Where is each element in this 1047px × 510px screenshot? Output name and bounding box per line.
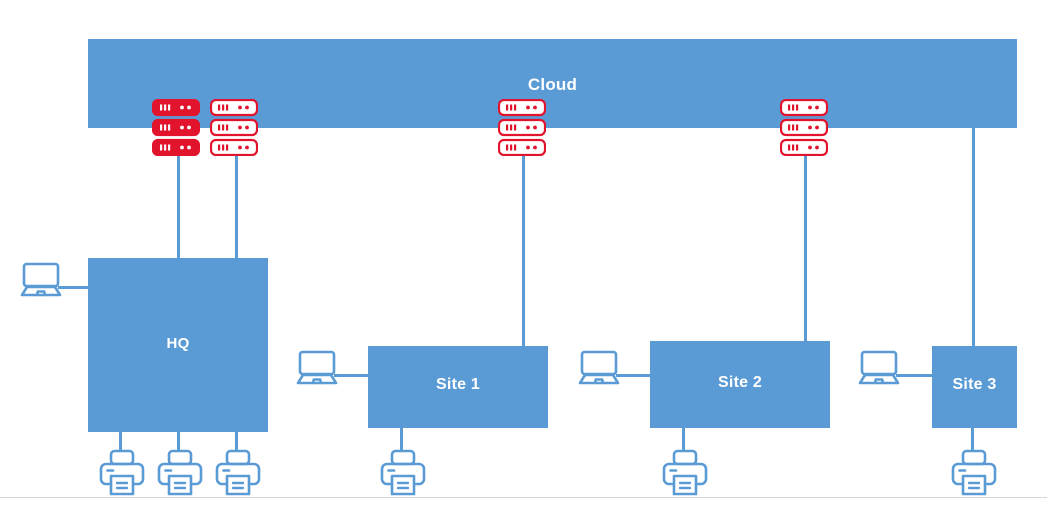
link-cloud-to-site3 [972,126,975,348]
site3-label: Site 3 [952,376,997,393]
site2-label: Site 2 [718,374,762,391]
laptop-site1[interactable] [294,349,340,387]
link-laptop-hq-to-hq [58,286,90,289]
server-unit-icon [152,99,200,117]
site3-box[interactable]: Site 3 [932,346,1017,428]
hq-server-stack-secondary[interactable] [210,99,258,156]
server-unit-icon [210,138,258,156]
laptop-icon [20,262,62,297]
link-hq-server-primary-to-hq [177,150,180,260]
link-hq-to-printer-1 [119,430,122,452]
site2-server-stack[interactable] [780,99,828,156]
link-laptop-site1-to-site1 [334,374,370,377]
printer-icon [380,449,426,496]
server-unit-icon [498,99,546,117]
laptop-site2[interactable] [576,349,622,387]
link-hq-server-secondary-to-hq [235,150,238,260]
hq-label: HQ [166,335,190,352]
hq-server-stack-primary[interactable] [152,99,200,156]
printer-icon [157,449,203,496]
link-site3-to-printer [971,426,974,450]
laptop-icon [858,350,900,385]
link-cloud-to-site1 [522,150,525,348]
printer-site3[interactable] [950,448,998,500]
printer-hq-1[interactable] [98,448,146,500]
server-unit-icon [210,99,258,117]
site2-box[interactable]: Site 2 [650,341,830,428]
printer-hq-3[interactable] [214,448,262,500]
site1-label: Site 1 [436,376,480,393]
site1-server-stack[interactable] [498,99,546,156]
laptop-icon [578,350,620,385]
server-unit-icon [498,118,546,137]
bottom-divider [0,497,1047,498]
server-unit-icon [152,118,200,137]
server-unit-icon [210,118,258,137]
printer-site2[interactable] [661,448,709,500]
link-hq-to-printer-2 [177,430,180,452]
link-hq-to-printer-3 [235,430,238,452]
printer-icon [662,449,708,496]
link-laptop-site2-to-site2 [616,374,652,377]
printer-icon [951,449,997,496]
server-unit-icon [780,99,828,117]
printer-site1[interactable] [379,448,427,500]
printer-hq-2[interactable] [156,448,204,500]
site1-box[interactable]: Site 1 [368,346,548,428]
laptop-site3[interactable] [856,349,902,387]
printer-icon [99,449,145,496]
link-site2-to-printer [682,426,685,450]
cloud-label: Cloud [527,75,578,94]
hq-box[interactable]: HQ [88,258,268,432]
link-cloud-to-site2 [804,150,807,343]
link-site1-to-printer [400,426,403,450]
laptop-icon [296,350,338,385]
server-unit-icon [780,138,828,156]
laptop-hq[interactable] [18,261,64,299]
server-unit-icon [152,138,200,156]
printer-icon [215,449,261,496]
server-unit-icon [780,118,828,137]
server-unit-icon [498,138,546,156]
link-laptop-site3-to-site3 [896,374,934,377]
